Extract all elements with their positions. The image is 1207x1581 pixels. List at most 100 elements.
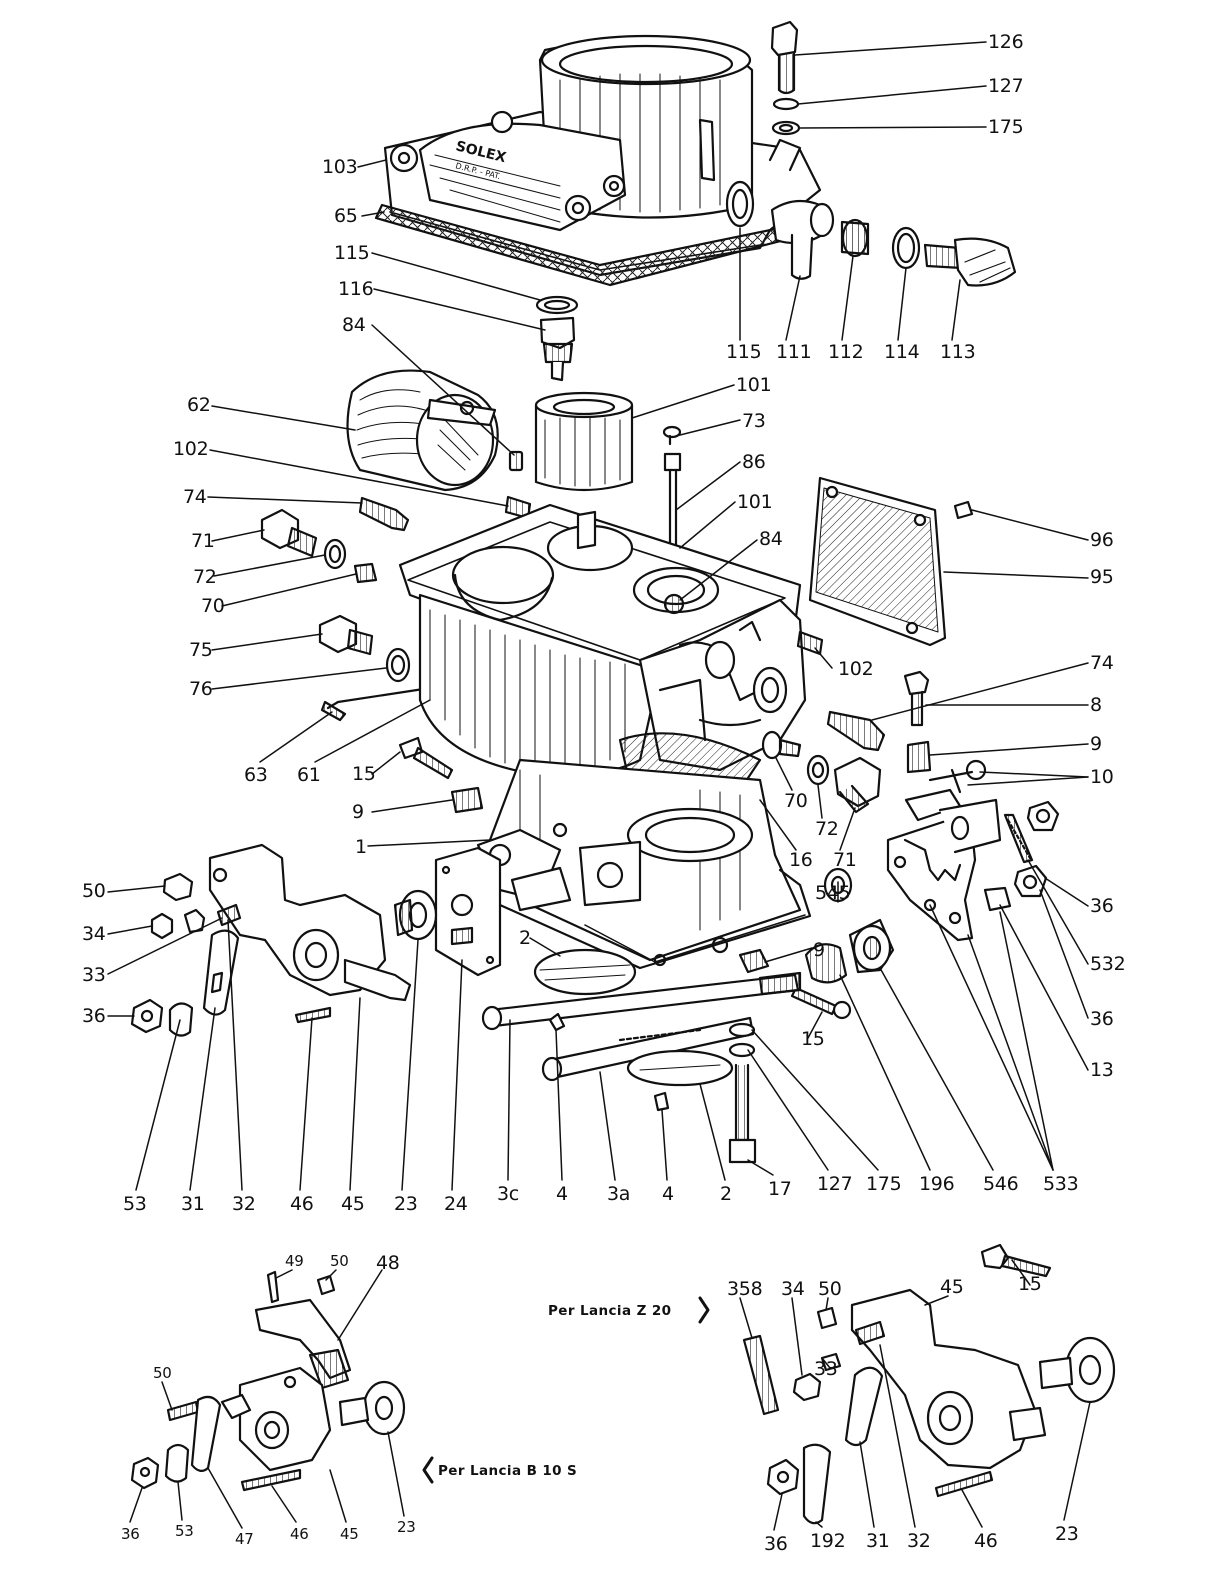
part-label-l103: 103 xyxy=(322,156,358,178)
leader-lines xyxy=(107,41,1091,1531)
part-label-l49: 49 xyxy=(285,1252,304,1270)
part-label-l45b: 45 xyxy=(940,1276,964,1298)
small-parts-mid xyxy=(398,730,882,903)
part-label-l111: 111 xyxy=(776,341,812,363)
part-label-l3a: 3a xyxy=(607,1183,631,1205)
part-label-l45a: 45 xyxy=(341,1193,365,1215)
part-label-l34a: 34 xyxy=(82,923,106,945)
part-label-l23a: 23 xyxy=(394,1193,418,1215)
part-label-l112: 112 xyxy=(828,341,864,363)
arrow-left-icon xyxy=(422,1456,434,1484)
part-label-l3c: 3c xyxy=(497,1183,519,1205)
part-label-l36e: 36 xyxy=(764,1533,788,1555)
part-label-l32b: 32 xyxy=(907,1530,931,1552)
plate-95 xyxy=(808,476,974,647)
part-label-l1: 1 xyxy=(355,836,367,858)
part-label-l73: 73 xyxy=(742,410,766,432)
part-label-l34b: 34 xyxy=(781,1278,805,1300)
part-label-l192: 192 xyxy=(810,1530,846,1552)
bolt-126 xyxy=(770,20,801,136)
part-label-l53b: 53 xyxy=(175,1522,194,1540)
part-label-l62: 62 xyxy=(187,394,211,416)
part-label-l175a: 175 xyxy=(988,116,1024,138)
part-label-l46b: 46 xyxy=(290,1525,309,1543)
part-label-l532: 532 xyxy=(1090,953,1126,975)
part-label-l74a: 74 xyxy=(183,486,207,508)
part-label-l113: 113 xyxy=(940,341,976,363)
main-body-61 xyxy=(398,503,812,970)
part-label-l33a: 33 xyxy=(82,964,106,986)
part-label-l102a: 102 xyxy=(173,438,209,460)
cover-103 xyxy=(374,34,835,287)
part-label-l72a: 72 xyxy=(193,566,217,588)
part-label-l31b: 31 xyxy=(866,1530,890,1552)
float-pin-86 xyxy=(662,425,682,562)
part-label-l2b: 2 xyxy=(720,1183,732,1205)
variant-b10s-parts xyxy=(130,1270,406,1492)
part-label-l84a: 84 xyxy=(342,314,366,336)
part-label-l33b: 33 xyxy=(814,1358,838,1380)
part-label-l50a: 50 xyxy=(82,880,106,902)
needle-valve-116 xyxy=(535,295,579,382)
part-label-l96: 96 xyxy=(1090,529,1114,551)
screw-17 xyxy=(728,1022,757,1164)
part-label-l358: 358 xyxy=(727,1278,763,1300)
part-label-l36d: 36 xyxy=(121,1525,140,1543)
part-label-l9a: 9 xyxy=(1090,733,1102,755)
part-label-l50b: 50 xyxy=(330,1252,349,1270)
part-label-l31a: 31 xyxy=(181,1193,205,1215)
part-label-l175b: 175 xyxy=(866,1173,902,1195)
part-label-l102b: 102 xyxy=(838,658,874,680)
part-label-l46c: 46 xyxy=(974,1530,998,1552)
part-label-l115a: 115 xyxy=(334,242,370,264)
part-label-l48: 48 xyxy=(376,1252,400,1274)
part-label-l63: 63 xyxy=(244,764,268,786)
part-label-l86: 86 xyxy=(742,451,766,473)
variant-label-b10s: Per Lancia B 10 S xyxy=(438,1463,578,1479)
part-label-l114: 114 xyxy=(884,341,920,363)
part-label-l24: 24 xyxy=(444,1193,468,1215)
part-label-l101b: 101 xyxy=(737,491,773,513)
part-label-l126: 126 xyxy=(988,31,1024,53)
part-label-l71a: 71 xyxy=(191,530,215,552)
part-label-l36b: 36 xyxy=(82,1005,106,1027)
part-label-l15b: 15 xyxy=(801,1028,825,1050)
part-label-l16: 16 xyxy=(789,849,813,871)
part-label-l84b: 84 xyxy=(759,528,783,550)
float-101 xyxy=(534,391,634,492)
part-label-l36a: 36 xyxy=(1090,895,1114,917)
part-label-l546: 546 xyxy=(983,1173,1019,1195)
part-label-l196: 196 xyxy=(919,1173,955,1195)
part-label-l4b: 4 xyxy=(662,1183,674,1205)
arrow-right-icon xyxy=(698,1296,710,1324)
part-label-l53a: 53 xyxy=(123,1193,147,1215)
part-label-l45c: 45 xyxy=(340,1525,359,1543)
part-label-l15c: 15 xyxy=(1018,1273,1042,1295)
part-label-l23c: 23 xyxy=(1055,1523,1079,1545)
part-label-l74b: 74 xyxy=(1090,652,1114,674)
plug-84 xyxy=(508,450,524,472)
part-label-l50d: 50 xyxy=(153,1364,172,1382)
part-label-l36c: 36 xyxy=(1090,1008,1114,1030)
part-label-l72b: 72 xyxy=(815,818,839,840)
part-label-l10: 10 xyxy=(1090,766,1114,788)
lever-533 xyxy=(886,798,1060,942)
part-label-l70b: 70 xyxy=(784,790,808,812)
variant-label-z20: Per Lancia Z 20 xyxy=(548,1303,672,1319)
bushings-lower-right xyxy=(738,918,895,1020)
jets-left xyxy=(260,495,532,722)
part-label-l32a: 32 xyxy=(232,1193,256,1215)
variant-z20-parts xyxy=(742,1243,1116,1525)
part-label-l101a: 101 xyxy=(736,374,772,396)
part-label-l127a: 127 xyxy=(988,75,1024,97)
part-label-l76: 76 xyxy=(189,678,213,700)
part-label-l8: 8 xyxy=(1090,694,1102,716)
part-label-l533: 533 xyxy=(1043,1173,1079,1195)
throttle-spindles xyxy=(481,948,802,1112)
part-label-l23b: 23 xyxy=(397,1518,416,1536)
part-label-l116: 116 xyxy=(338,278,374,300)
part-label-l71b: 71 xyxy=(833,849,857,871)
part-label-l127b: 127 xyxy=(817,1173,853,1195)
